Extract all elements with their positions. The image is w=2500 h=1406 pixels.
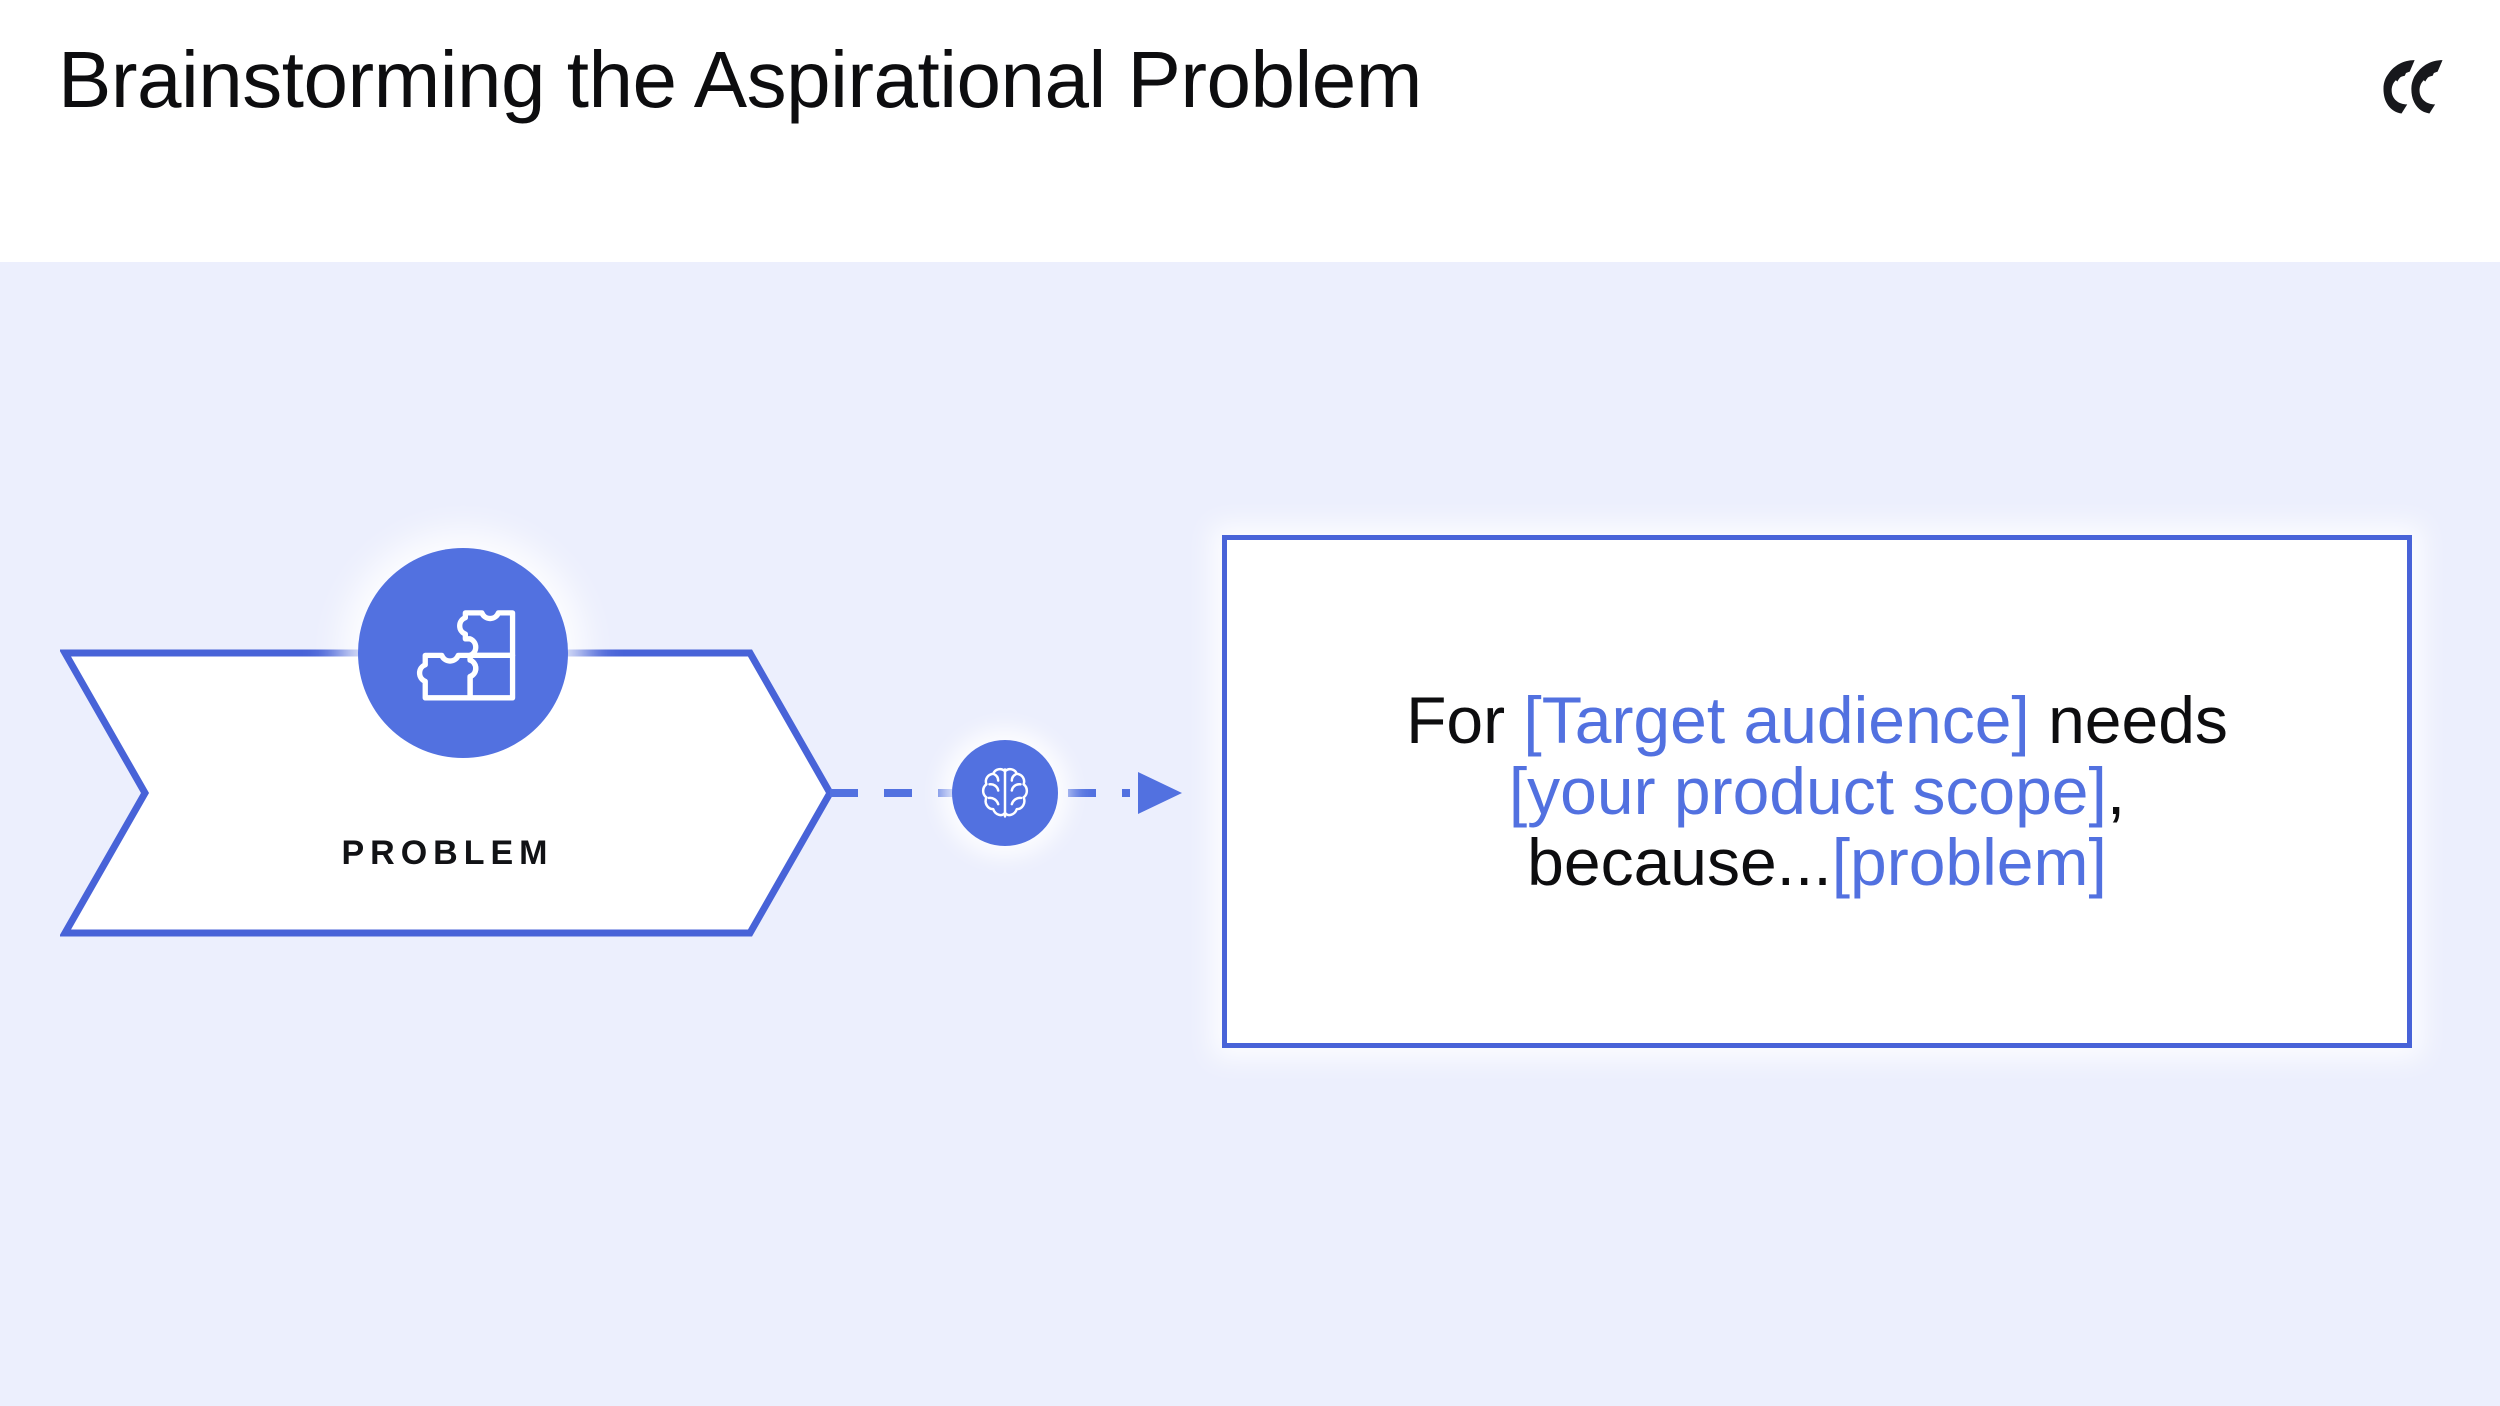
problem-statement-box[interactable]: For [Target audience] needs[your product…	[1222, 535, 2412, 1048]
statement-plain-text: because...	[1527, 825, 1832, 900]
statement-placeholder: [problem]	[1831, 825, 2107, 900]
statement-placeholder: [your product scope]	[1508, 753, 2107, 828]
problem-banner-shape	[60, 648, 835, 938]
problem-statement-text: For [Target audience] needs[your product…	[1227, 682, 2407, 900]
statement-placeholder: [Target audience]	[1523, 682, 2030, 757]
puzzle-pieces-icon	[358, 548, 568, 758]
double-crescent-logo-icon	[2372, 38, 2454, 120]
dashed-arrow-connector	[830, 758, 1190, 828]
statement-plain-text: needs	[2029, 682, 2228, 757]
slide-canvas: PROBLEM	[0, 262, 2500, 1406]
statement-plain-text: For	[1406, 682, 1524, 757]
statement-line-3: because...[problem]	[1267, 825, 2367, 900]
problem-banner-label: PROBLEM	[341, 833, 554, 872]
brain-icon	[952, 740, 1058, 846]
statement-line-2: [your product scope],	[1267, 753, 2367, 828]
page-title: Brainstorming the Aspirational Problem	[58, 35, 1422, 124]
statement-line-1: For [Target audience] needs	[1267, 682, 2367, 757]
statement-plain-text: ,	[2106, 753, 2126, 828]
page-header: Brainstorming the Aspirational Problem	[0, 0, 2500, 262]
